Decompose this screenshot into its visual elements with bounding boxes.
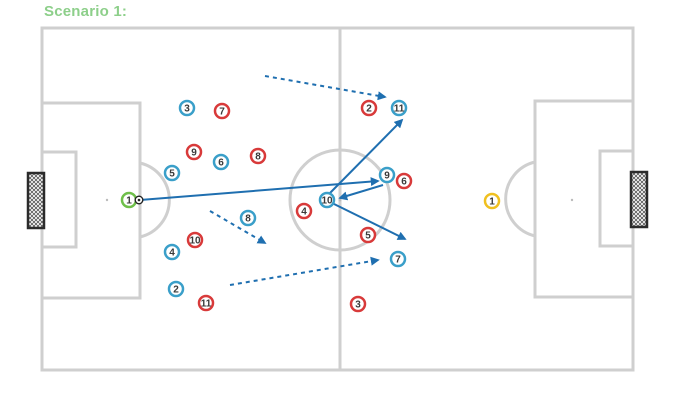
player-token: 9 (185, 143, 203, 161)
movement-arrows (209, 75, 387, 286)
right-penalty-spot (570, 198, 574, 202)
player-token: 5 (163, 164, 181, 182)
keeper-label: 1 (126, 196, 132, 207)
player-token: 6 (212, 153, 230, 171)
run-arrow-top (264, 75, 387, 101)
player-label: 10 (189, 236, 201, 247)
player-label: 6 (401, 177, 407, 188)
pass-9-to-10 (338, 184, 384, 201)
left-penalty-spot (105, 198, 109, 202)
player-label: 7 (395, 255, 401, 266)
player-label: 9 (384, 171, 390, 182)
player-label: 3 (355, 300, 361, 311)
player-label: 9 (191, 148, 197, 159)
player-token: 11 (390, 99, 408, 117)
player-token: 3 (178, 99, 196, 117)
right-goal-area (598, 149, 635, 248)
keeper-label: 1 (489, 197, 495, 208)
player-label: 6 (218, 158, 224, 169)
player-label: 11 (394, 104, 405, 115)
right-goal (629, 170, 649, 229)
player-token: 11 (197, 294, 215, 312)
player-token: 4 (295, 202, 313, 220)
pass-10-to-11 (329, 118, 404, 194)
player-label: 7 (219, 107, 225, 118)
player-token: 6 (395, 172, 413, 190)
keeper-token-green: 1 (120, 191, 144, 209)
player-label: 8 (245, 214, 251, 225)
player-label: 2 (173, 285, 179, 296)
player-label: 8 (255, 152, 261, 163)
player-token: 7 (389, 250, 407, 268)
player-token: 8 (239, 209, 257, 227)
player-token: 3 (349, 295, 367, 313)
player-token: 8 (249, 147, 267, 165)
player-token: 2 (167, 280, 185, 298)
player-token: 10 (186, 231, 204, 249)
player-token: 10 (318, 191, 336, 209)
player-token: 4 (163, 243, 181, 261)
pass-10-to-7 (331, 202, 407, 240)
left-goal-area (40, 150, 78, 249)
player-label: 10 (321, 196, 333, 207)
player-label: 5 (365, 231, 371, 242)
player-label: 5 (169, 169, 175, 180)
player-label: 3 (184, 104, 190, 115)
run-arrow-left (209, 210, 267, 244)
player-label: 4 (301, 207, 307, 218)
right-penalty-arc (504, 160, 536, 238)
player-label: 2 (366, 104, 372, 115)
center-spot (338, 198, 342, 202)
left-goal (26, 171, 46, 230)
player-label: 11 (201, 299, 212, 310)
player-token: 7 (213, 102, 231, 120)
player-token: 2 (360, 99, 378, 117)
keeper-token-yellow: 1 (483, 192, 501, 210)
pass-arrows (139, 118, 407, 240)
run-arrow-bottom (229, 256, 380, 286)
player-token: 5 (359, 226, 377, 244)
right-penalty-area (533, 99, 635, 299)
player-token: 9 (378, 166, 396, 184)
scenario-title: Scenario 1: (44, 3, 128, 20)
left-penalty-arc (139, 161, 171, 239)
player-label: 4 (169, 248, 175, 259)
center-circle (288, 148, 392, 252)
